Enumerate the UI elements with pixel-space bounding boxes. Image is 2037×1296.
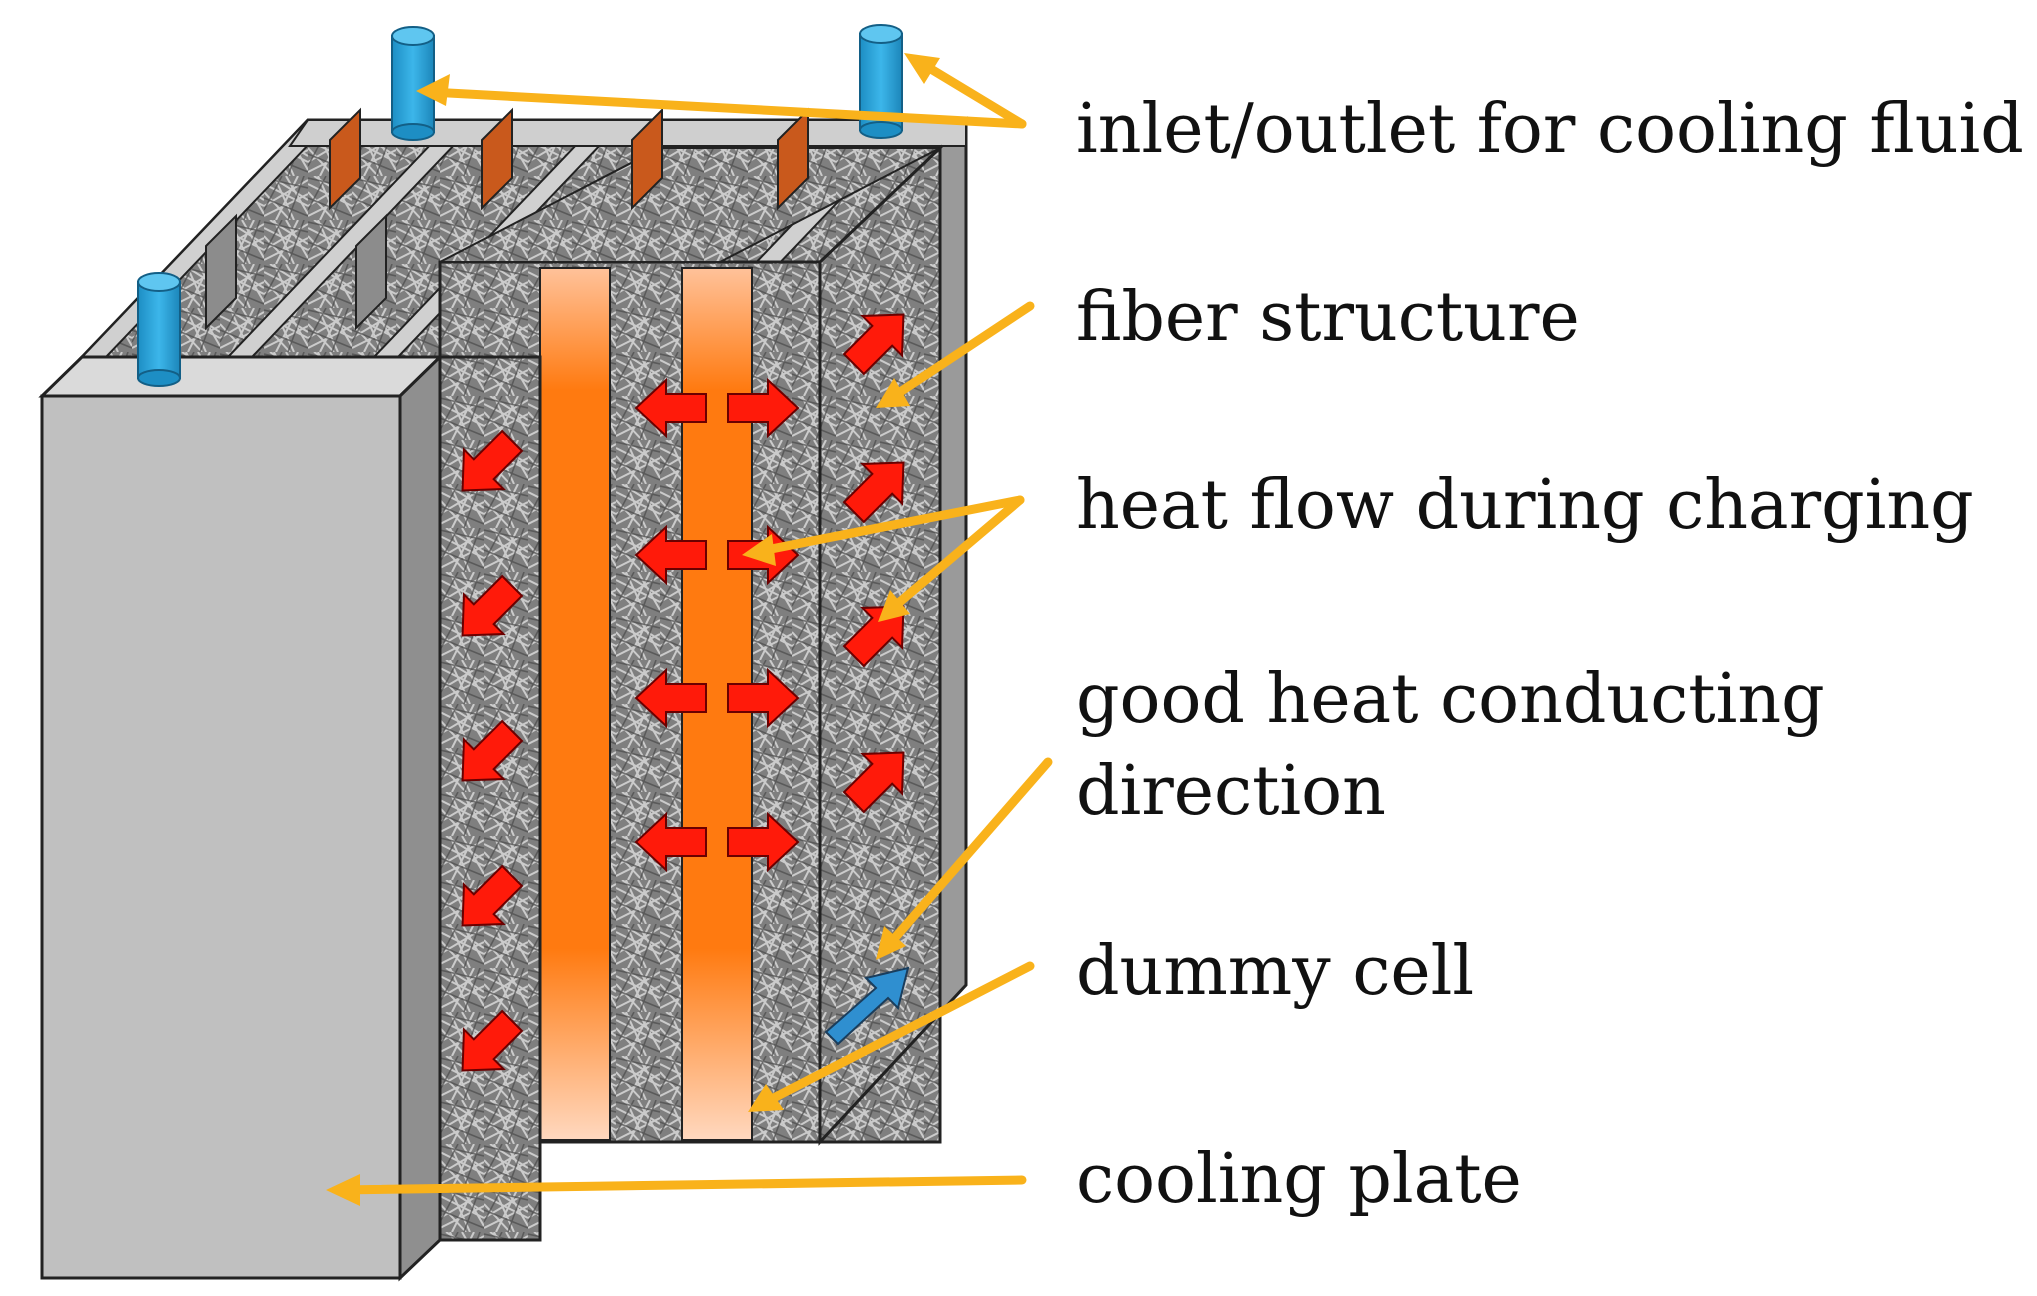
pointer-arrow-icon xyxy=(335,1175,1027,1195)
label-good-heat-line1: good heat conducting xyxy=(1076,660,1825,739)
heat-flow-arrow-icon xyxy=(461,864,524,927)
pointer-arrowhead-icon xyxy=(876,378,910,408)
label-good-heat-line2: direction xyxy=(1076,752,1386,831)
pointer-arrow-icon xyxy=(911,55,1027,129)
pointer-arrowhead-icon xyxy=(742,534,776,566)
label-fiber-structure: fiber structure xyxy=(1076,278,1580,357)
heat-flow-arrow-icon xyxy=(461,719,524,782)
heat-flow-arrow-icon xyxy=(842,313,905,376)
orange-cell-1 xyxy=(539,267,611,1141)
copper-tab-icon xyxy=(631,107,663,211)
pointer-arrow-icon xyxy=(883,495,1025,617)
pointer-arrow-icon xyxy=(425,87,1027,129)
heat-flow-arrow-icon xyxy=(634,377,707,439)
fluid-pipe-icon xyxy=(137,272,181,387)
copper-tab-icon xyxy=(329,107,361,211)
pointer-arrow-icon xyxy=(751,495,1025,557)
heat-flow-arrow-icon xyxy=(461,1009,524,1072)
pointer-arrow-icon xyxy=(883,301,1035,405)
pointer-arrowhead-icon xyxy=(878,590,910,622)
label-dummy-cell: dummy cell xyxy=(1076,932,1474,1011)
heat-flow-arrow-icon xyxy=(727,377,800,439)
copper-tab-icon xyxy=(777,107,809,211)
cell-tabs xyxy=(205,107,809,331)
heat-flow-arrows xyxy=(461,313,905,1072)
heat-flow-arrow-icon xyxy=(727,811,800,873)
copper-tab-icon xyxy=(481,107,513,211)
pointer-arrowhead-icon xyxy=(748,1084,784,1112)
good-heat-direction-arrow-icon xyxy=(824,966,910,1046)
heat-flow-arrow-icon xyxy=(727,667,800,729)
gray-tab-icon xyxy=(205,213,237,331)
fiber-strip-left xyxy=(438,355,542,1242)
heat-flow-arrow-icon xyxy=(634,524,707,586)
heat-flow-arrow-icon xyxy=(842,605,905,668)
heat-flow-arrow-icon xyxy=(634,811,707,873)
heat-flow-arrow-icon xyxy=(842,461,905,524)
heat-flow-arrow-icon xyxy=(461,574,524,637)
pointer-arrows xyxy=(335,55,1053,1195)
pointer-arrow-icon xyxy=(757,961,1035,1109)
label-heat-flow: heat flow during charging xyxy=(1076,466,1974,545)
pointer-arrowhead-icon xyxy=(326,1174,360,1206)
pointer-arrowheads xyxy=(326,53,940,1206)
pointer-arrow-icon xyxy=(881,757,1053,953)
gray-tab-icon xyxy=(355,213,387,331)
label-inlet-outlet: inlet/outlet for cooling fluid xyxy=(1076,90,2024,169)
pointer-arrowhead-icon xyxy=(416,74,450,106)
pointer-arrowhead-icon xyxy=(876,926,906,960)
fluid-pipe-icon xyxy=(391,26,435,141)
cooling-plate-top xyxy=(38,355,444,398)
cooling-fluid-pipes xyxy=(137,24,903,387)
heat-flow-arrow-icon xyxy=(634,667,707,729)
cooling-plate-front xyxy=(40,394,402,1280)
cooling-plate-side xyxy=(398,353,442,1282)
pointer-arrowhead-icon xyxy=(904,53,940,84)
heat-flow-arrow-icon xyxy=(842,751,905,814)
heat-flow-arrow-icon xyxy=(461,429,524,492)
label-cooling-plate: cooling plate xyxy=(1076,1140,1522,1219)
